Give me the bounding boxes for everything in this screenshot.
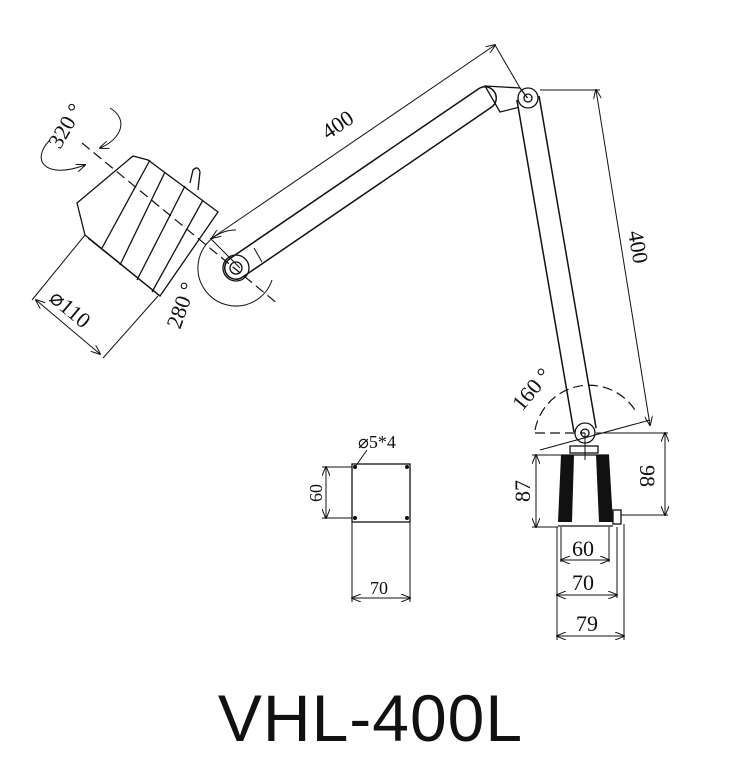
elbow-joint (517, 87, 539, 109)
head-diameter-label: ⌀110 (45, 285, 96, 333)
base-total-width-label: 79 (576, 611, 598, 636)
base-joint-rotation-label: 160 ° (507, 363, 557, 415)
pivot-height-label: 98 (635, 465, 660, 487)
lamp-head (31, 107, 219, 359)
mount-spacing-label: 60 (306, 484, 326, 502)
mount-width-label: 70 (370, 578, 388, 598)
upper-arm (224, 85, 534, 280)
base (532, 433, 668, 640)
base-height-label: 87 (510, 480, 535, 502)
lower-arm (516, 95, 597, 433)
mount-holes-label: ⌀5*4 (358, 432, 396, 452)
model-title: VHL-400L (217, 681, 524, 755)
upper-arm-length-label: 400 (317, 105, 358, 144)
base-joint (534, 384, 651, 460)
base-width-label: 70 (572, 570, 594, 595)
base-top-width-label: 60 (572, 536, 594, 561)
head-rotation-label: 320 ° (43, 99, 88, 152)
lower-arm-length-label: 400 (623, 229, 653, 266)
mounting-plate (322, 449, 410, 602)
